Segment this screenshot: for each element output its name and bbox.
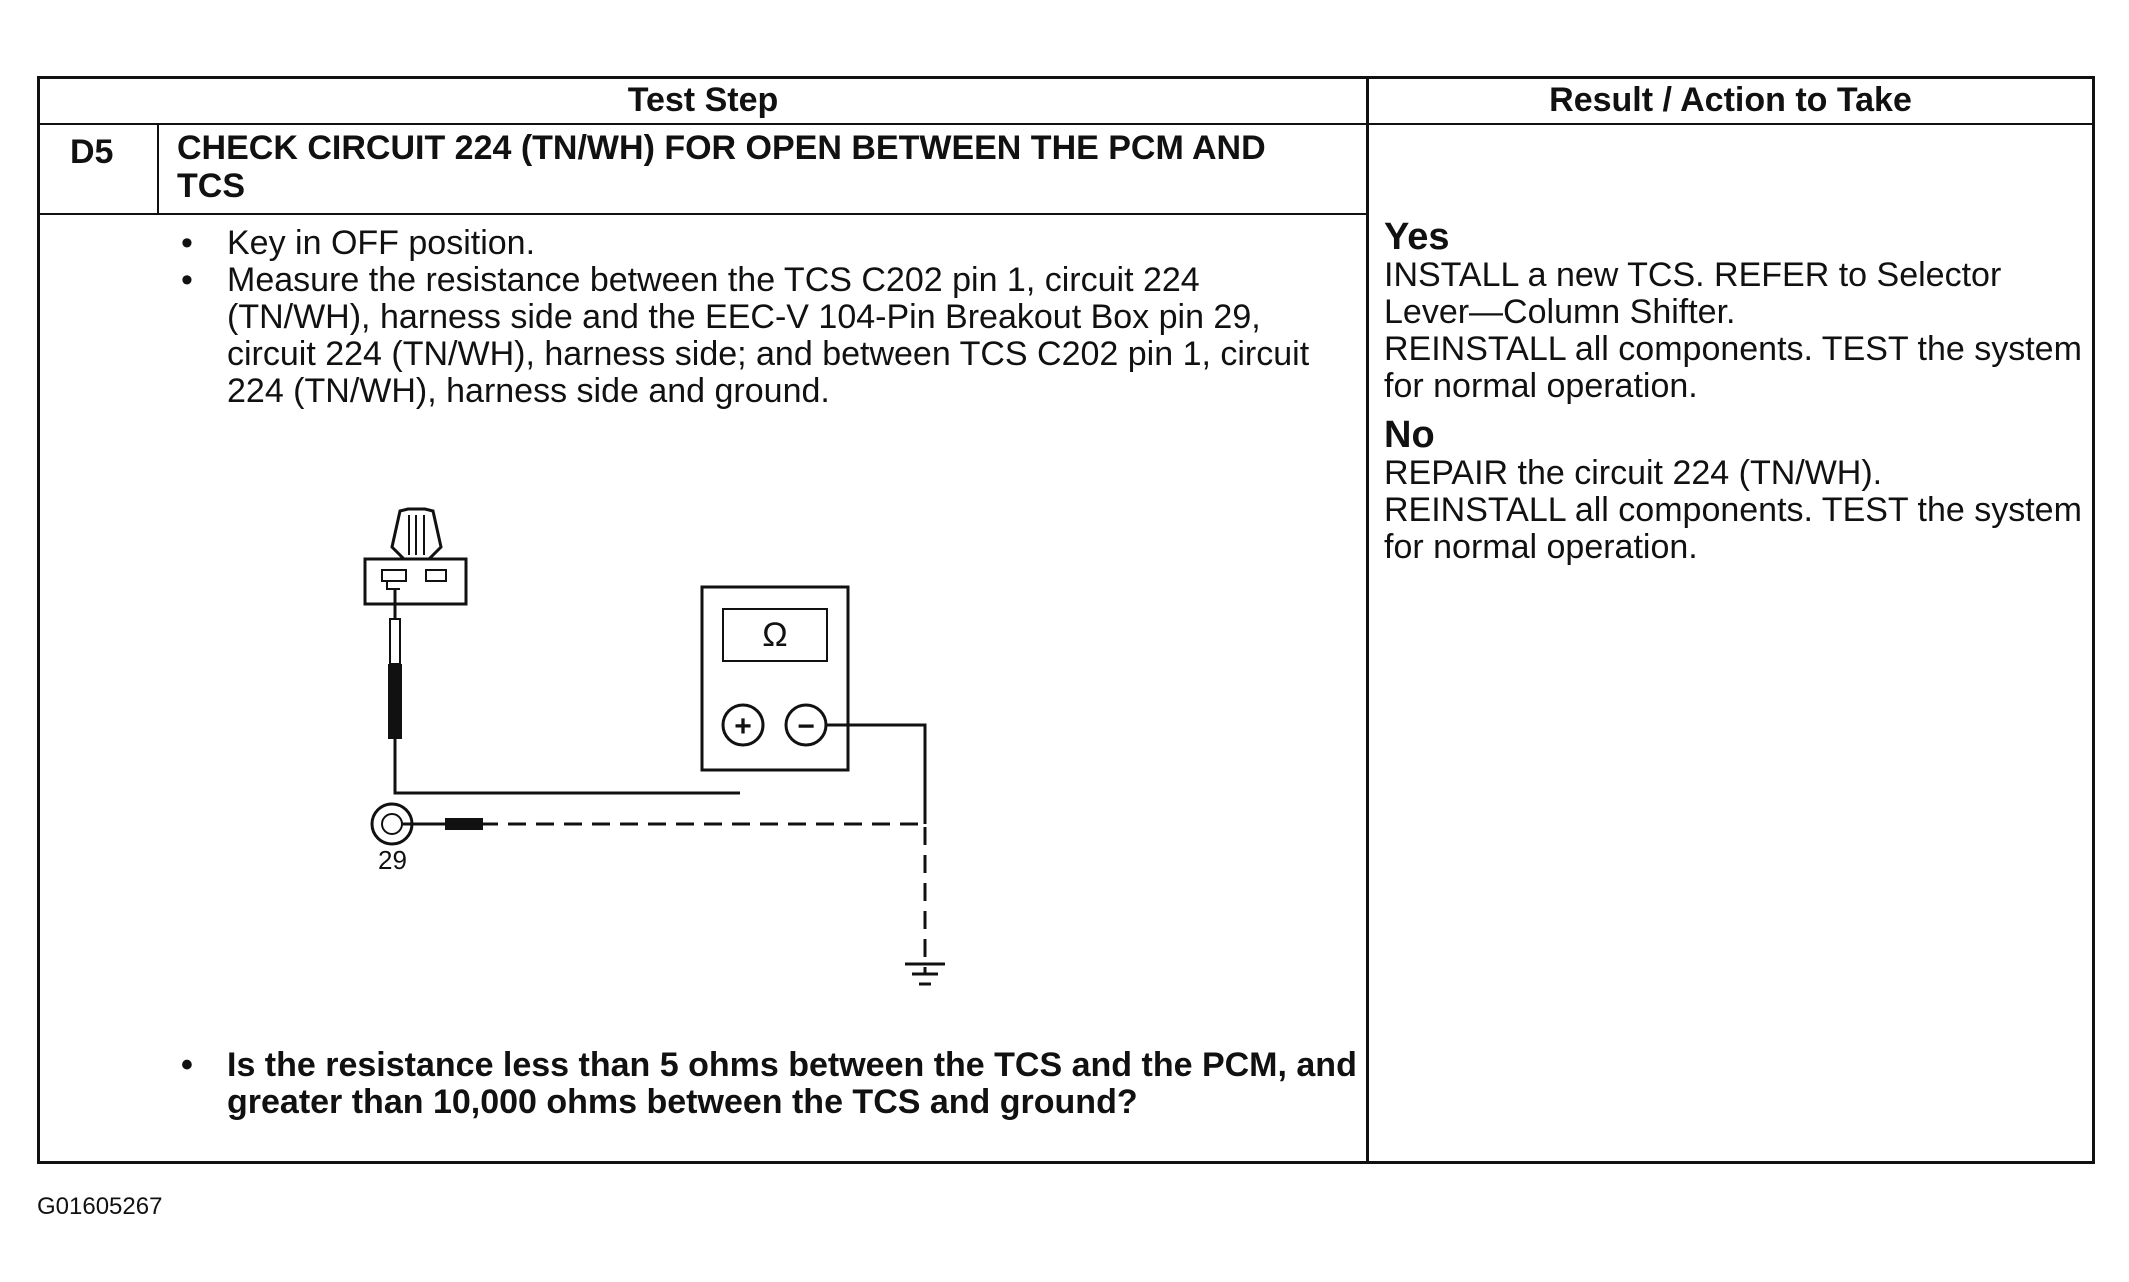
instruction-list: • Key in OFF position. • Measure the res… xyxy=(172,225,1342,410)
header-result-action: Result / Action to Take xyxy=(1549,81,1912,119)
step-id-divider xyxy=(157,123,159,213)
test-step-table: Test Step Result / Action to Take D5 CHE… xyxy=(37,76,2095,1164)
negative-lead-wire xyxy=(826,723,927,824)
result-column: Yes INSTALL a new TCS. REFER to Selector… xyxy=(1384,217,2084,566)
result-no-label: No xyxy=(1384,414,1435,456)
dashed-lead-wire xyxy=(480,822,927,974)
question-item: • Is the resistance less than 5 ohms bet… xyxy=(172,1047,1357,1121)
instruction-item: • Measure the resistance between the TCS… xyxy=(172,262,1342,410)
column-divider xyxy=(1366,79,1369,1161)
result-yes: Yes INSTALL a new TCS. REFER to Selector… xyxy=(1384,217,2084,405)
result-yes-line: INSTALL a new TCS. REFER to Selector Lev… xyxy=(1384,256,2002,331)
instruction-item: • Key in OFF position. xyxy=(172,225,1342,262)
step-id: D5 xyxy=(70,133,114,171)
header-divider xyxy=(40,123,2092,125)
breakout-box-pin-icon xyxy=(370,802,483,846)
probe-tip-icon xyxy=(388,589,402,739)
result-no: No REPAIR the circuit 224 (TN/WH). REINS… xyxy=(1384,415,2084,566)
result-yes-line: REINSTALL all components. TEST the syste… xyxy=(1384,330,2082,405)
step-title: CHECK CIRCUIT 224 (TN/WH) FOR OPEN BETWE… xyxy=(177,129,1266,205)
result-yes-label: Yes xyxy=(1384,216,1450,258)
result-no-line: REPAIR the circuit 224 (TN/WH). xyxy=(1384,454,1883,492)
ohmmeter-icon: Ω + − xyxy=(700,585,850,772)
resistance-test-diagram: Ω + − 29 xyxy=(363,507,945,986)
instruction-text: Key in OFF position. xyxy=(227,224,536,262)
pin-number-label: 29 xyxy=(378,845,407,875)
bullet-dot: • xyxy=(181,261,193,299)
header-test-step: Test Step xyxy=(627,81,779,119)
question-block: • Is the resistance less than 5 ohms bet… xyxy=(172,1047,1357,1121)
positive-lead-wire xyxy=(393,739,740,795)
result-no-line: REINSTALL all components. TEST the syste… xyxy=(1384,491,2082,566)
minus-terminal-label: − xyxy=(797,710,815,743)
instruction-text: Measure the resistance between the TCS C… xyxy=(227,261,1310,410)
ground-icon xyxy=(905,962,945,986)
question-text: Is the resistance less than 5 ohms betwe… xyxy=(227,1046,1357,1121)
ohm-symbol: Ω xyxy=(762,616,787,654)
figure-code: G01605267 xyxy=(37,1193,163,1220)
tcs-connector-icon xyxy=(363,507,468,606)
step-title-divider xyxy=(40,213,1367,215)
plus-terminal-label: + xyxy=(734,710,752,743)
bullet-dot: • xyxy=(181,224,193,262)
bullet-dot: • xyxy=(181,1046,193,1084)
